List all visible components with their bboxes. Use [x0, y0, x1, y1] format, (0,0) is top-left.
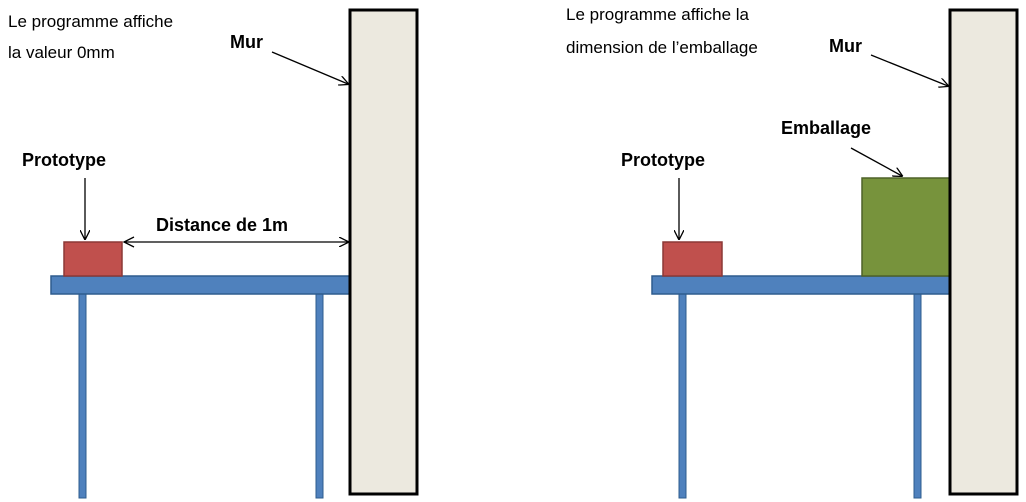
- left-wall-arrow: [271, 51, 348, 84]
- right-prototype-label: Prototype: [621, 150, 705, 170]
- right-package-box: [861, 177, 955, 277]
- left-caption-line2: la valeur 0mm: [8, 43, 115, 62]
- right-prototype-box: [662, 241, 723, 277]
- left-prototype-box: [63, 241, 123, 277]
- right-table-top: [651, 275, 958, 295]
- left-distance-label: Distance de 1m: [156, 215, 288, 235]
- right-scene: Le programme affiche la dimension de l’e…: [566, 5, 1019, 499]
- left-table-leg-back: [315, 293, 324, 499]
- right-caption-line2: dimension de l’emballage: [566, 38, 758, 57]
- left-wall: [348, 8, 419, 496]
- right-wall-label: Mur: [829, 36, 862, 56]
- left-wall-label: Mur: [230, 32, 263, 52]
- right-wall: [948, 8, 1019, 496]
- left-caption-line1: Le programme affiche: [8, 12, 173, 31]
- left-table-leg-front: [78, 293, 87, 499]
- right-table-leg-back: [913, 293, 922, 499]
- left-table-top: [50, 275, 358, 295]
- right-caption-line1: Le programme affiche la: [566, 5, 750, 24]
- left-distance-arrow-head-start: [122, 236, 135, 248]
- right-wall-arrow: [870, 54, 948, 86]
- right-package-arrow: [850, 147, 902, 176]
- right-package-label: Emballage: [781, 118, 871, 138]
- right-table-leg-front: [678, 293, 687, 499]
- left-scene: Le programme affiche la valeur 0mm Proto…: [8, 8, 419, 499]
- left-prototype-label: Prototype: [22, 150, 106, 170]
